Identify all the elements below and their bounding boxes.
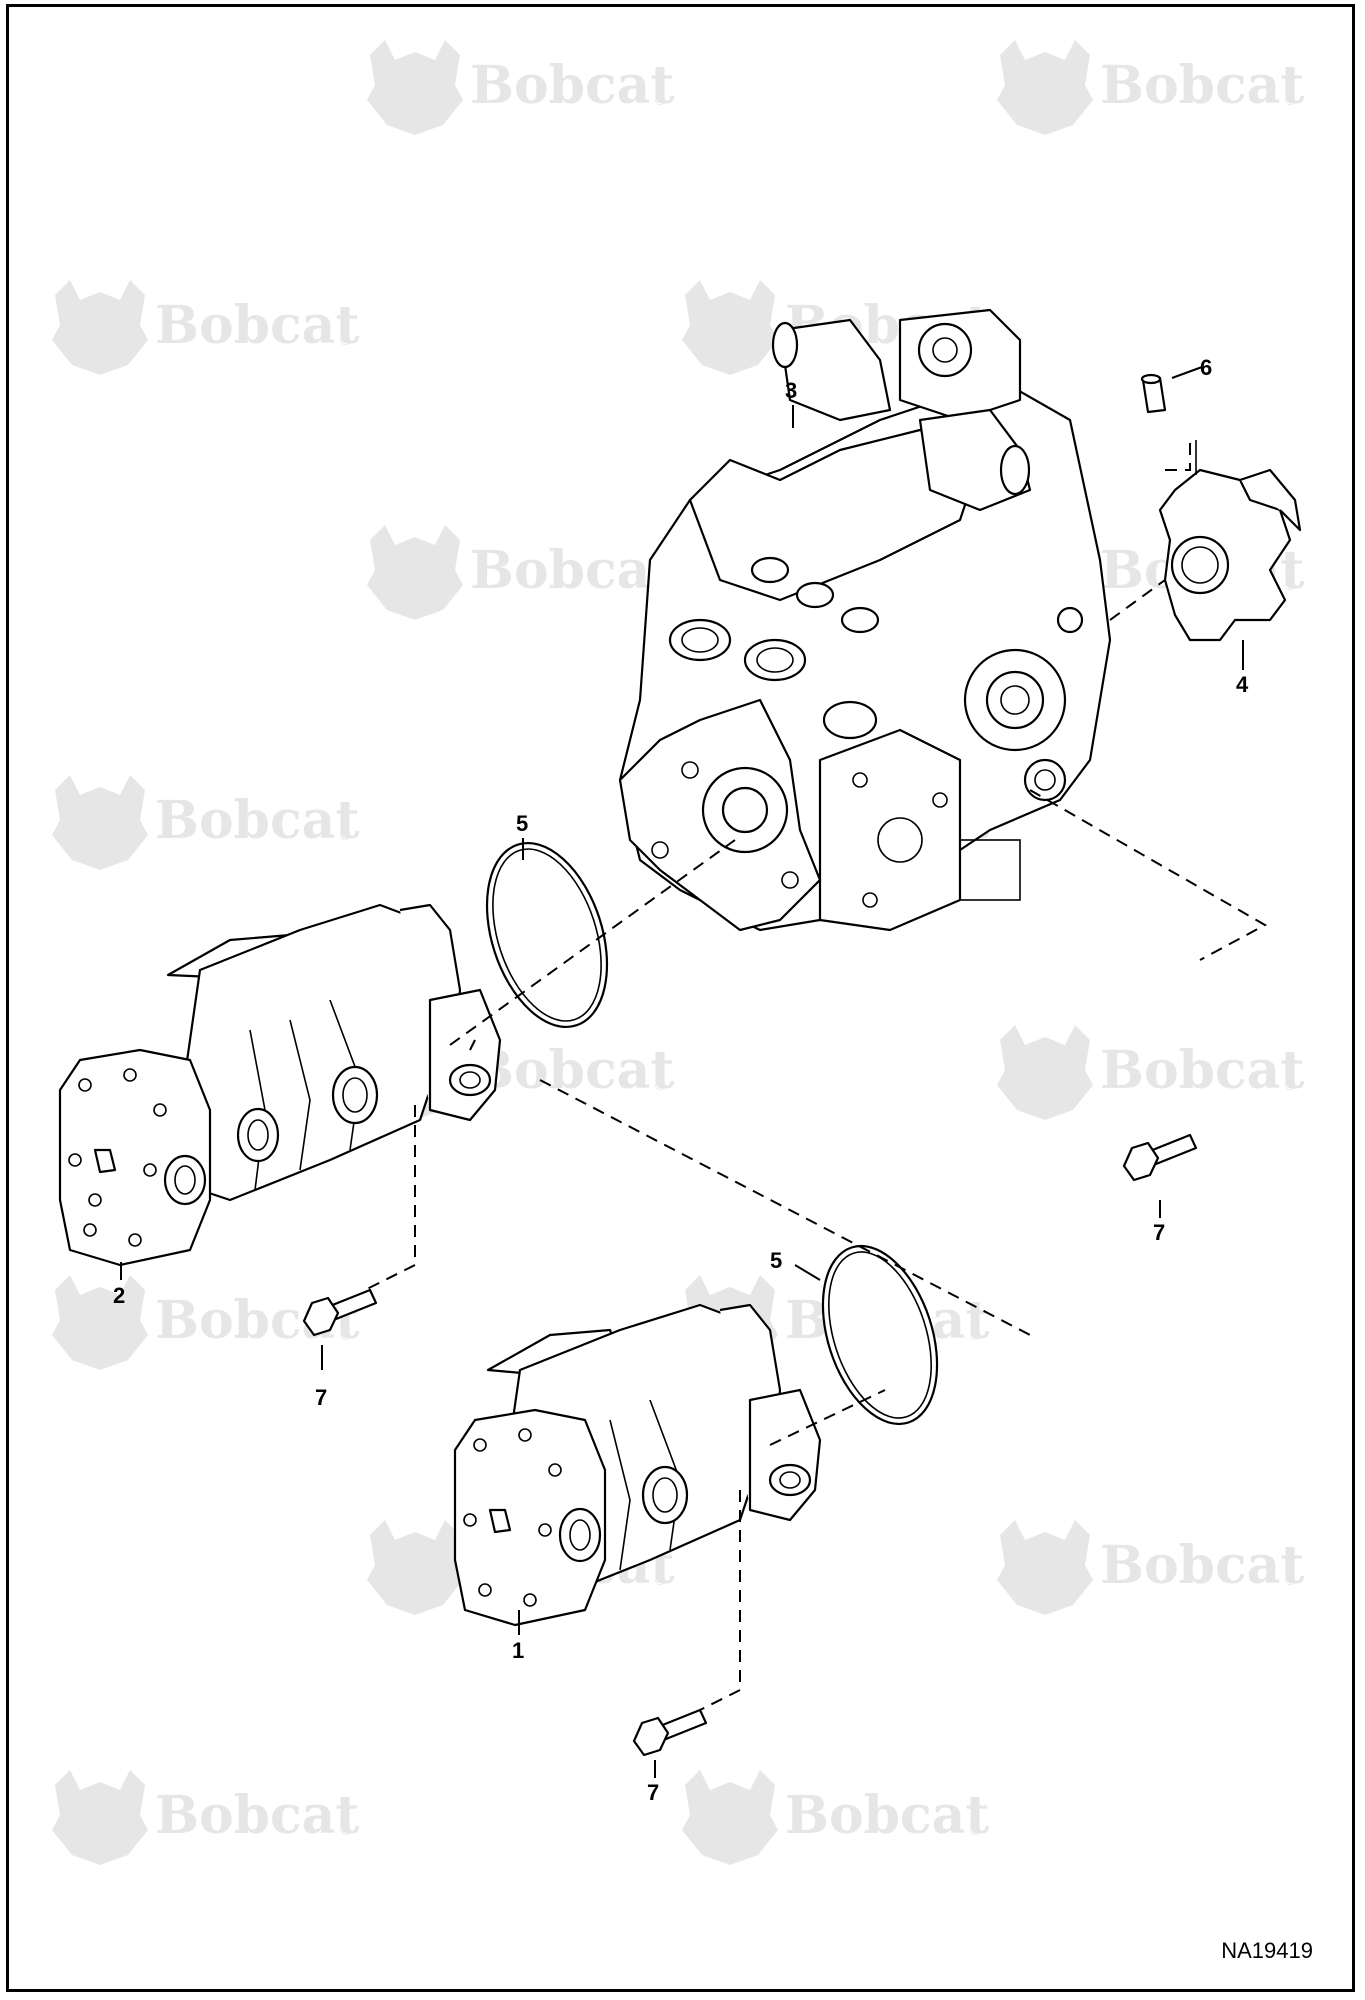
watermark-text: Bobcat xyxy=(155,790,359,851)
bobcat-logo-icon xyxy=(682,280,778,375)
registered-mark: ® xyxy=(340,1822,351,1838)
registered-mark: ® xyxy=(970,1822,981,1838)
bobcat-watermark: Bobcat® xyxy=(52,280,359,375)
watermark-text: Bobcat xyxy=(470,1040,674,1101)
assembly-centerlines xyxy=(364,440,1268,1711)
watermark-text: Bobcat xyxy=(155,295,359,356)
watermark-text: Bobcat xyxy=(1100,55,1304,116)
registered-mark: ® xyxy=(1285,1572,1296,1588)
callout-7-right: 7 xyxy=(1153,1220,1165,1245)
registered-mark: ® xyxy=(970,1327,981,1343)
watermark-text: Bobcat xyxy=(470,540,674,601)
bobcat-watermark: Bobcat® xyxy=(52,1770,359,1865)
bobcat-logo-icon xyxy=(997,40,1093,135)
registered-mark: ® xyxy=(655,92,666,108)
watermark-text: Bobcat xyxy=(785,1785,989,1846)
registered-mark: ® xyxy=(340,1327,351,1343)
registered-mark: ® xyxy=(655,1077,666,1093)
bobcat-logo-icon xyxy=(52,280,148,375)
bobcat-logo-icon xyxy=(52,1275,148,1370)
callout-7-bottom: 7 xyxy=(647,1780,659,1805)
watermark-text: Bobcat xyxy=(1100,1040,1304,1101)
roll-pin-illustration xyxy=(1140,373,1167,414)
bobcat-watermark: Bobcat® xyxy=(997,40,1304,135)
bolt-left-illustration xyxy=(302,1288,378,1337)
bobcat-watermark: Bobcat® xyxy=(367,525,674,620)
bobcat-logo-icon xyxy=(52,1770,148,1865)
o-ring-lower-illustration xyxy=(821,1244,939,1426)
registered-mark: ® xyxy=(1285,577,1296,593)
watermark-text: Bobcat xyxy=(470,55,674,116)
gear-pump-lower-illustration xyxy=(453,1303,822,1627)
registered-mark: ® xyxy=(340,332,351,348)
leader-lines xyxy=(120,366,1244,1778)
registered-mark: ® xyxy=(1285,92,1296,108)
callout-6: 6 xyxy=(1200,355,1212,380)
callout-5-lower: 5 xyxy=(770,1248,782,1273)
bobcat-watermark: Bobcat® xyxy=(367,40,674,135)
registered-mark: ® xyxy=(340,827,351,843)
bobcat-watermark: Bobcat® xyxy=(52,775,359,870)
gear-pump-upper-illustration xyxy=(58,903,502,1267)
bobcat-logo-icon xyxy=(367,525,463,620)
callout-5-upper: 5 xyxy=(516,811,528,836)
bobcat-logo-icon xyxy=(682,1770,778,1865)
callout-labels: 3 6 4 5 7 2 7 5 1 7 xyxy=(113,355,1249,1805)
bobcat-watermark: Bobcat® xyxy=(997,1025,1304,1120)
bobcat-logo-icon xyxy=(997,1025,1093,1120)
hydrostatic-pump-illustration xyxy=(618,308,1112,932)
bolt-bottom-illustration xyxy=(632,1708,708,1757)
registered-mark: ® xyxy=(1285,1077,1296,1093)
bobcat-watermark: Bobcat® xyxy=(682,1770,989,1865)
callout-4: 4 xyxy=(1236,672,1249,697)
bobcat-logo-icon xyxy=(367,40,463,135)
callout-3: 3 xyxy=(785,378,797,403)
coupler-illustration xyxy=(1158,440,1302,642)
callout-2: 2 xyxy=(113,1283,125,1308)
o-ring-upper-illustration xyxy=(485,841,609,1029)
callout-7-left: 7 xyxy=(315,1385,327,1410)
drawing-number: NA19419 xyxy=(1221,1938,1313,1963)
diagram-frame xyxy=(6,4,1355,1992)
bobcat-logo-icon xyxy=(997,1520,1093,1615)
watermark-text: Bobcat xyxy=(1100,1535,1304,1596)
registered-mark: ® xyxy=(655,1572,666,1588)
bolt-right-illustration xyxy=(1122,1133,1198,1182)
bobcat-logo-icon xyxy=(52,775,148,870)
callout-1: 1 xyxy=(512,1638,524,1663)
bobcat-logo-icon xyxy=(367,1520,463,1615)
bobcat-watermark: Bobcat® xyxy=(997,1520,1304,1615)
watermark-text: Bobcat xyxy=(155,1785,359,1846)
